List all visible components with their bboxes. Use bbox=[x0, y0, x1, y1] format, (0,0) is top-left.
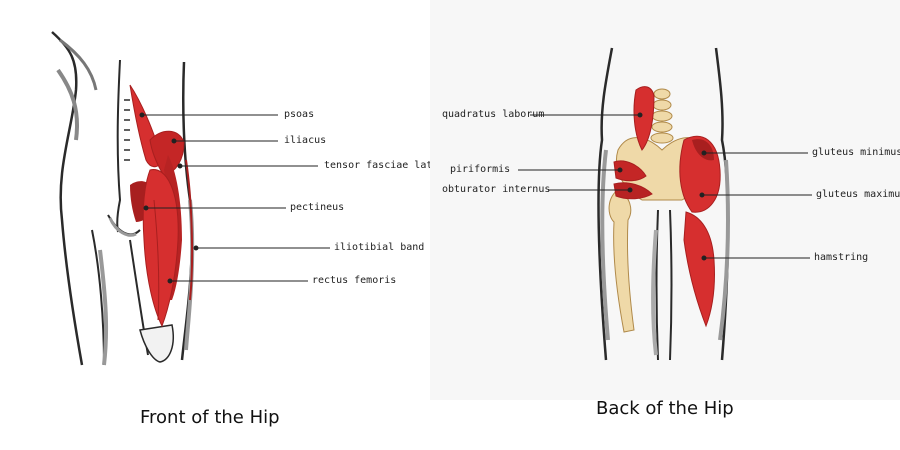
front-knee-shape bbox=[139, 324, 174, 363]
piriformis-muscle bbox=[613, 160, 647, 182]
front-arm-shade bbox=[56, 68, 79, 141]
label-gluteus-minimus: gluteus minimus bbox=[812, 147, 900, 158]
front-midline-outline bbox=[116, 59, 122, 233]
label-iliacus: iliacus bbox=[284, 135, 327, 146]
back-left-leg-shade bbox=[600, 149, 610, 341]
hamstring-muscle bbox=[683, 211, 715, 328]
back-right-leg-shade bbox=[718, 159, 730, 341]
front-hip-illustration bbox=[51, 31, 330, 366]
front-buttock-shade bbox=[108, 217, 137, 237]
rectus-femoris-muscle bbox=[142, 169, 179, 328]
label-hamstring: hamstring bbox=[814, 252, 869, 263]
front-inner-leg-shade bbox=[98, 249, 109, 366]
obturator-muscle bbox=[613, 182, 653, 200]
front-spine-ticks bbox=[124, 99, 130, 161]
back-caption: Back of the Hip bbox=[596, 398, 734, 419]
back-inner-leg-shade bbox=[651, 229, 658, 356]
back-hip-illustration bbox=[518, 47, 812, 361]
quadratus-muscle bbox=[633, 86, 655, 151]
front-inner-leg-outline bbox=[91, 229, 105, 366]
rectus-femoris-fiber bbox=[153, 199, 160, 321]
front-left-shoulder-shade bbox=[59, 38, 98, 91]
gluteus-minimus-muscle bbox=[692, 139, 714, 161]
back-leader-lines bbox=[518, 112, 812, 261]
label-quadratus-laborum: quadratus laborum bbox=[442, 109, 545, 120]
femur-bone bbox=[608, 189, 635, 333]
front-left-body-outline bbox=[51, 31, 84, 366]
front-caption: Front of the Hip bbox=[140, 407, 280, 428]
label-iliotibial-band: iliotibial band bbox=[334, 242, 425, 253]
iliotibial-band-shape bbox=[185, 159, 194, 301]
label-piriformis: piriformis bbox=[450, 164, 511, 175]
back-spine-vertebrae bbox=[650, 88, 674, 144]
front-leader-lines bbox=[139, 112, 330, 284]
back-hip-panel: quadratus laborum piriformis obturator i… bbox=[430, 0, 900, 419]
back-inner-leg-left bbox=[655, 209, 659, 361]
back-left-body-outline bbox=[597, 47, 614, 361]
label-tensor-fasciae-latae: tensor fasciae latae bbox=[324, 160, 445, 171]
label-rectus-femoris: rectus femoris bbox=[312, 275, 397, 286]
label-psoas: psoas bbox=[284, 109, 315, 120]
label-gluteus-maximus: gluteus maximus bbox=[816, 189, 900, 200]
back-inner-leg-right bbox=[669, 209, 673, 361]
label-pectineus: pectineus bbox=[290, 202, 345, 213]
label-obturator-internus: obturator internus bbox=[442, 184, 551, 195]
front-hip-panel: psoas iliacus tensor fasciae latae pecti… bbox=[0, 0, 444, 428]
